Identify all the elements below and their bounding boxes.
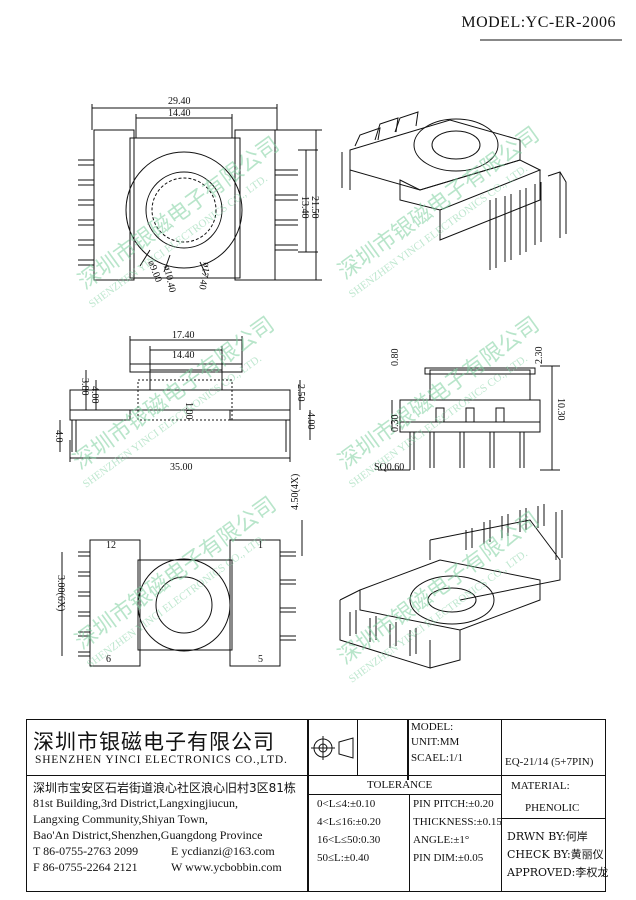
scale: SCAEL:1/1 xyxy=(411,752,463,764)
dim-front-4-00b: 4.00 xyxy=(305,412,316,430)
dim-side-0-30: 0.30 xyxy=(390,415,401,433)
dim-front-1-00: 1.00 xyxy=(183,402,194,420)
model-label: MODEL: xyxy=(411,721,454,733)
tolerance-3: 16<L≤50:0.30 xyxy=(317,834,381,846)
dimension-labels: 29.40 14.40 13.40 21.50 ø9.00 ø10.40 ø17… xyxy=(53,96,566,665)
pin-label-1: 1 xyxy=(258,540,263,551)
email: E ycdianzi@163.com xyxy=(171,844,275,858)
iso-view-top xyxy=(341,111,567,270)
address-cn: 深圳市宝安区石岩街道浪心社区浪心旧村3区81栋 xyxy=(33,781,296,795)
drawn-by: DRWN BY:何岸 xyxy=(507,830,588,843)
iso-view-bottom xyxy=(339,504,563,669)
unit: UNIT:MM xyxy=(411,736,460,748)
dim-front-4-0: 4.0 xyxy=(53,430,64,443)
bottom-view xyxy=(61,520,303,667)
pin-dim: PIN DIM:±0.05 xyxy=(413,852,484,864)
website: W www.ycbobbin.com xyxy=(171,860,282,874)
dim-13-40: 13.40 xyxy=(299,196,310,219)
svg-text:深圳市银磁电子有限公司: 深圳市银磁电子有限公司 xyxy=(74,132,284,294)
tolerance-1: 0<L≤4:±0.10 xyxy=(317,798,376,810)
dim-29-40: 29.40 xyxy=(168,96,191,107)
check-by: CHECK BY:黄丽仪 xyxy=(507,848,604,861)
top-view xyxy=(78,104,322,281)
dim-21-50: 21.50 xyxy=(309,196,320,219)
front-view xyxy=(59,336,311,462)
technical-drawing: 深圳市银磁电子有限公司 SHENZHEN YINCI ELECTRONICS C… xyxy=(53,39,622,686)
model-title: MODEL:YC-ER-2006 xyxy=(461,14,616,31)
dim-front-3-80: 3.80 xyxy=(79,378,90,396)
svg-text:深圳市银磁电子有限公司: 深圳市银磁电子有限公司 xyxy=(334,507,544,669)
tolerance-4: 50≤L:±0.40 xyxy=(317,852,370,864)
dim-side-2-30: 2.30 xyxy=(534,347,545,365)
svg-text:SHENZHEN YINCI ELECTRONICS CO.: SHENZHEN YINCI ELECTRONICS CO., LTD. xyxy=(347,548,530,686)
thickness: THICKNESS:±0.15 xyxy=(413,816,502,828)
svg-text:SHENZHEN YINCI ELECTRONICS CO.: SHENZHEN YINCI ELECTRONICS CO., LTD. xyxy=(87,173,270,311)
approved-by: APPROVED:李权龙 xyxy=(507,866,609,879)
dim-front-14-40: 14.40 xyxy=(172,350,195,361)
pin-pitch: PIN PITCH:±0.20 xyxy=(413,798,494,810)
angle: ANGLE:±1° xyxy=(413,834,470,846)
dim-14-40: 14.40 xyxy=(168,108,191,119)
dim-bottom-4-50: 4.50(4X) xyxy=(290,474,301,510)
tolerance-2: 4<L≤16:±0.20 xyxy=(317,816,381,828)
pin-label-12: 12 xyxy=(106,540,116,551)
material-label: MATERIAL: xyxy=(511,780,570,792)
address-en-1: 81st Building,3rd District,Langxingjiucu… xyxy=(33,796,238,810)
dim-side-10-30: 10.30 xyxy=(555,398,566,421)
pin-label-6: 6 xyxy=(106,654,111,665)
svg-text:深圳市银磁电子有限公司: 深圳市银磁电子有限公司 xyxy=(334,312,544,474)
model-value: EQ-21/14 (5+7PIN) xyxy=(505,756,594,768)
company-name-cn: 深圳市银磁电子有限公司 xyxy=(33,730,275,754)
title-block: 深圳市银磁电子有限公司 SHENZHEN YINCI ELECTRONICS C… xyxy=(26,719,609,892)
company-name-en: SHENZHEN YINCI ELECTRONICS CO.,LTD. xyxy=(35,754,288,766)
projection-symbol-icon xyxy=(311,736,354,760)
svg-text:SHENZHEN YINCI ELECTRONICS CO.: SHENZHEN YINCI ELECTRONICS CO., LTD. xyxy=(347,163,530,301)
material-value: PHENOLIC xyxy=(525,802,580,814)
dim-side-0-80: 0.80 xyxy=(390,349,401,367)
pin-label-5: 5 xyxy=(258,654,263,665)
dim-front-4-00a: 4.00 xyxy=(89,386,100,404)
address-en-3: Bao'An District,Shenzhen,Guangdong Provi… xyxy=(33,828,263,842)
fax: F 86-0755-2264 2121 xyxy=(33,860,138,874)
dim-side-sq: SQ0.60 xyxy=(374,462,404,473)
telephone: T 86-0755-2763 2099 xyxy=(33,844,139,858)
address-en-2: Langxing Community,Shiyan Town, xyxy=(33,812,208,826)
dim-dia-17-4: ø17.40 xyxy=(196,261,212,290)
dim-front-35-00: 35.00 xyxy=(170,462,193,473)
side-view xyxy=(378,365,560,471)
svg-text:深圳市银磁电子有限公司: 深圳市银磁电子有限公司 xyxy=(334,122,544,284)
tolerance-label: TOLERANCE xyxy=(367,779,433,791)
dim-front-17-40: 17.40 xyxy=(172,330,195,341)
dim-bottom-3-00: 3.00(6X) xyxy=(55,575,66,611)
dim-front-2-50: 2.50 xyxy=(295,384,306,402)
svg-text:深圳市银磁电子有限公司: 深圳市银磁电子有限公司 xyxy=(71,492,281,654)
